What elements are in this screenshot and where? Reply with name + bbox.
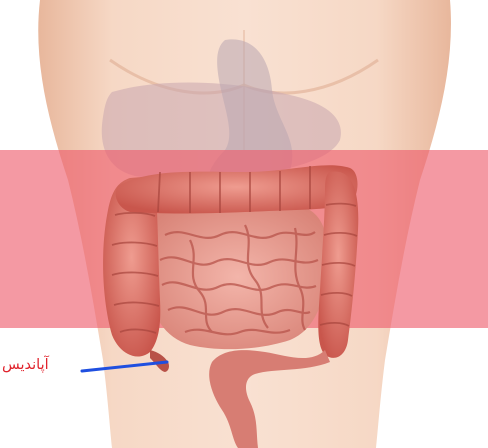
- appendix-label: آپاندیس: [2, 356, 49, 374]
- small-intestine: [148, 205, 328, 349]
